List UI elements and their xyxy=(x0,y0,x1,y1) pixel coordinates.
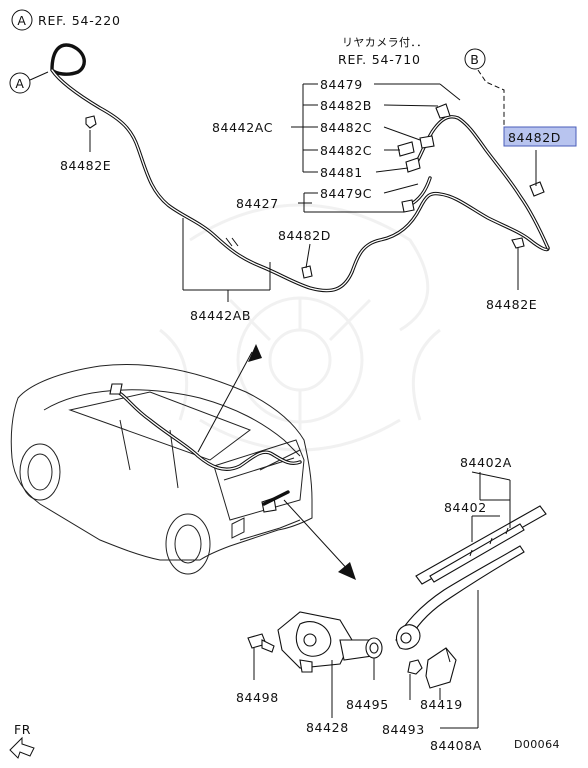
label-84479c[interactable]: 84479C xyxy=(320,186,372,201)
ref-a-callout[interactable]: A xyxy=(11,9,33,31)
label-84482e-left[interactable]: 84482E xyxy=(60,158,111,173)
wiper-arm-84408a[interactable] xyxy=(395,545,525,650)
label-84481[interactable]: 84481 xyxy=(320,165,363,180)
label-84442ac[interactable]: 84442AC xyxy=(212,120,273,135)
fr-label: FR xyxy=(14,722,31,737)
nut-84493[interactable] xyxy=(407,659,423,700)
ref-54-710-link[interactable]: REF. 54-710 xyxy=(338,52,421,67)
ref-54-220-link[interactable]: REF. 54-220 xyxy=(38,13,121,28)
wiper-motor-84428[interactable] xyxy=(277,611,373,673)
grommet-84495[interactable] xyxy=(365,637,383,680)
detail-arrows xyxy=(197,344,356,580)
label-84419[interactable]: 84419 xyxy=(420,697,463,712)
label-84482e-right[interactable]: 84482E xyxy=(486,297,537,312)
label-84495[interactable]: 84495 xyxy=(346,697,389,712)
circle-a-label: A xyxy=(17,13,26,28)
label-84442ab[interactable]: 84442AB xyxy=(190,308,251,323)
vehicle-outline xyxy=(10,363,313,575)
cap-84419[interactable] xyxy=(425,647,457,700)
highlight-84482d xyxy=(503,126,577,147)
label-84482c-1[interactable]: 84482C xyxy=(320,120,372,135)
label-84427[interactable]: 84427 xyxy=(236,196,279,211)
bracket-84442ac xyxy=(291,83,318,173)
label-84493[interactable]: 84493 xyxy=(382,722,425,737)
label-84498[interactable]: 84498 xyxy=(236,690,279,705)
leader-lines-top xyxy=(89,83,537,290)
label-84479[interactable]: 84479 xyxy=(320,77,363,92)
leader-lines-bottom xyxy=(331,471,511,729)
washer-hose-84442ab[interactable] xyxy=(50,43,550,293)
circle-b-label: B xyxy=(470,52,479,67)
bracket-84442ab xyxy=(182,218,271,302)
ref-b-callout[interactable]: B xyxy=(464,48,486,70)
bolt-84498[interactable] xyxy=(247,633,275,680)
label-84482d-highlighted[interactable]: 84482D xyxy=(508,130,561,145)
label-84482b[interactable]: 84482B xyxy=(320,98,372,113)
label-84408a[interactable]: 84408A xyxy=(430,738,482,753)
circle-a-label-2: A xyxy=(15,76,24,91)
label-84402[interactable]: 84402 xyxy=(444,500,487,515)
wiper-blade-84402[interactable] xyxy=(415,505,547,585)
label-84482d-mid[interactable]: 84482D xyxy=(278,228,331,243)
label-84428[interactable]: 84428 xyxy=(306,720,349,735)
rear-camera-note: リヤカメラ付．． xyxy=(342,36,428,49)
hose-clip-parts xyxy=(85,103,545,279)
diagram-code: D00064 xyxy=(514,738,560,751)
ref-a-connector: A xyxy=(9,71,49,94)
label-84402a[interactable]: 84402A xyxy=(460,455,512,470)
front-direction-indicator: FR xyxy=(9,722,35,759)
label-84482c-2[interactable]: 84482C xyxy=(320,143,372,158)
